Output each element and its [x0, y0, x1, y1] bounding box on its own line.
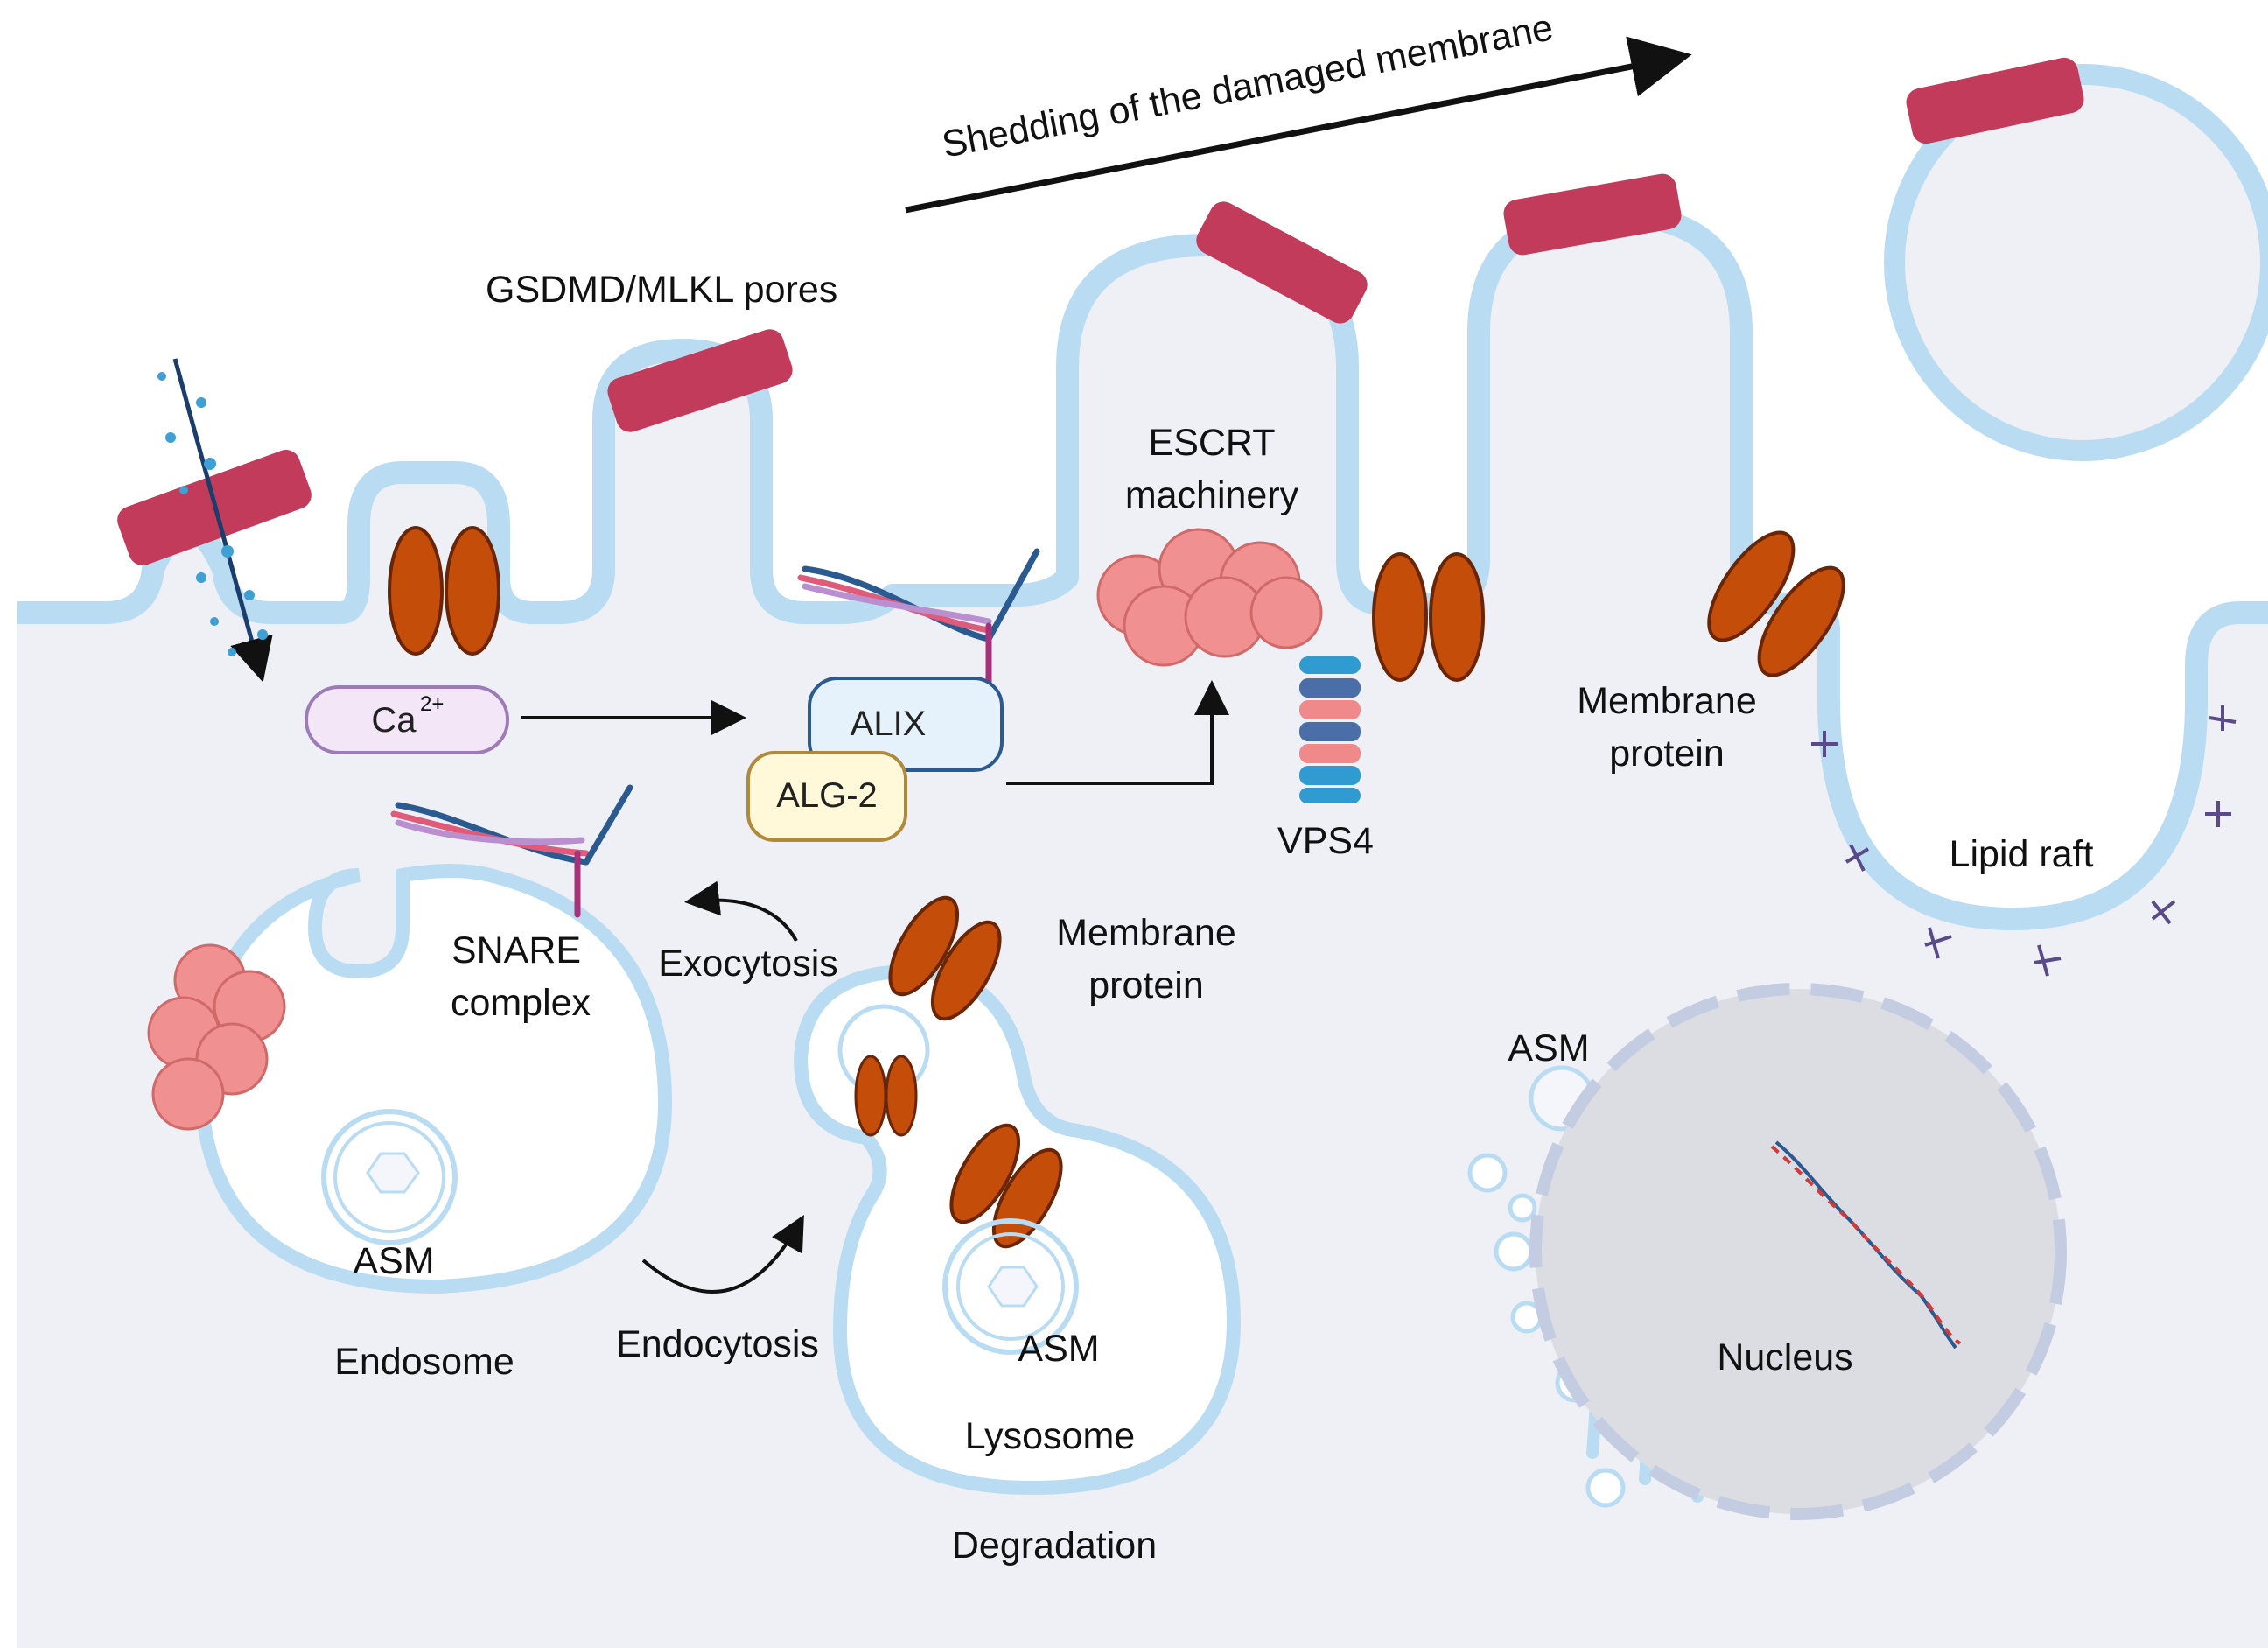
exocytosis-label: Exocytosis: [658, 943, 838, 985]
membrane-protein-mid-label-2: protein: [1088, 964, 1203, 1006]
membrane-protein-top-label-2: protein: [1609, 733, 1724, 775]
alg2-label: ALG-2: [776, 776, 878, 815]
pore-fourth: [1503, 173, 1682, 256]
nucleus: [1530, 983, 2067, 1520]
membrane-protein-top-label: Membrane: [1577, 680, 1757, 722]
ca-pill: [304, 685, 509, 754]
calcium-influx: [158, 358, 273, 683]
lipid-raft-label: Lipid raft: [1950, 833, 2094, 875]
shedding-arrow: [905, 36, 1692, 214]
ca-label: Ca: [371, 701, 416, 740]
lysosome-asm-vesicle: [942, 1218, 1079, 1355]
membrane-protein-pair-2: [1372, 552, 1485, 682]
shed-vesicle: [1884, 64, 2268, 461]
asm-lysosome-label: ASM: [1018, 1328, 1099, 1370]
alg2-box: [746, 751, 907, 842]
pores-label: GSDMD/MLKL pores: [486, 269, 837, 311]
membrane-protein-pair-lysosome-small: [854, 1055, 918, 1137]
pore-third: [1196, 201, 1368, 324]
ca-superscript: 2+: [420, 692, 444, 716]
endosome-label: Endosome: [334, 1341, 514, 1383]
escrt-complex: [1096, 528, 1323, 667]
snare-label-2: complex: [451, 982, 592, 1024]
degradation-label: Degradation: [952, 1525, 1157, 1567]
lipid-raft-markers: [1811, 705, 2236, 977]
endocytosis-arrow: [641, 1215, 804, 1294]
nucleus-label: Nucleus: [1717, 1336, 1852, 1378]
snare-fibers-endosome: [390, 784, 634, 918]
pore-shed-vesicle: [1906, 57, 2084, 144]
endosome-asm-vesicle: [321, 1109, 458, 1245]
vps4-label: VPS4: [1278, 820, 1374, 862]
membrane-protein-mid-label: Membrane: [1056, 912, 1236, 954]
snare-label: SNARE: [452, 929, 581, 971]
membrane-protein-pair-1: [388, 526, 500, 656]
dna-helix: [1770, 1140, 1962, 1350]
endosome-escrt-cluster: [147, 943, 286, 1131]
membrane-protein-pair-3: [1707, 530, 1845, 677]
exocytosis-arrow: [684, 880, 798, 942]
vps4-complex: [1299, 656, 1361, 803]
pore-second: [607, 329, 793, 432]
membrane-protein-pair-lysosome-top: [888, 895, 1002, 1021]
escrt-label-2: machinery: [1125, 474, 1299, 516]
escrt-label: ESCRT: [1149, 422, 1276, 464]
snare-fibers-top: [797, 548, 1040, 717]
endocytosis-label: Endocytosis: [616, 1323, 819, 1365]
plasma-membrane: [18, 203, 2268, 930]
alix-label: ALIX: [850, 705, 927, 743]
asm-endosome-label: ASM: [353, 1240, 434, 1282]
lysosome-label: Lysosome: [965, 1415, 1135, 1457]
alg2-to-escrt-arrow: [1006, 680, 1229, 785]
asm-golgi-label: ASM: [1508, 1027, 1589, 1069]
